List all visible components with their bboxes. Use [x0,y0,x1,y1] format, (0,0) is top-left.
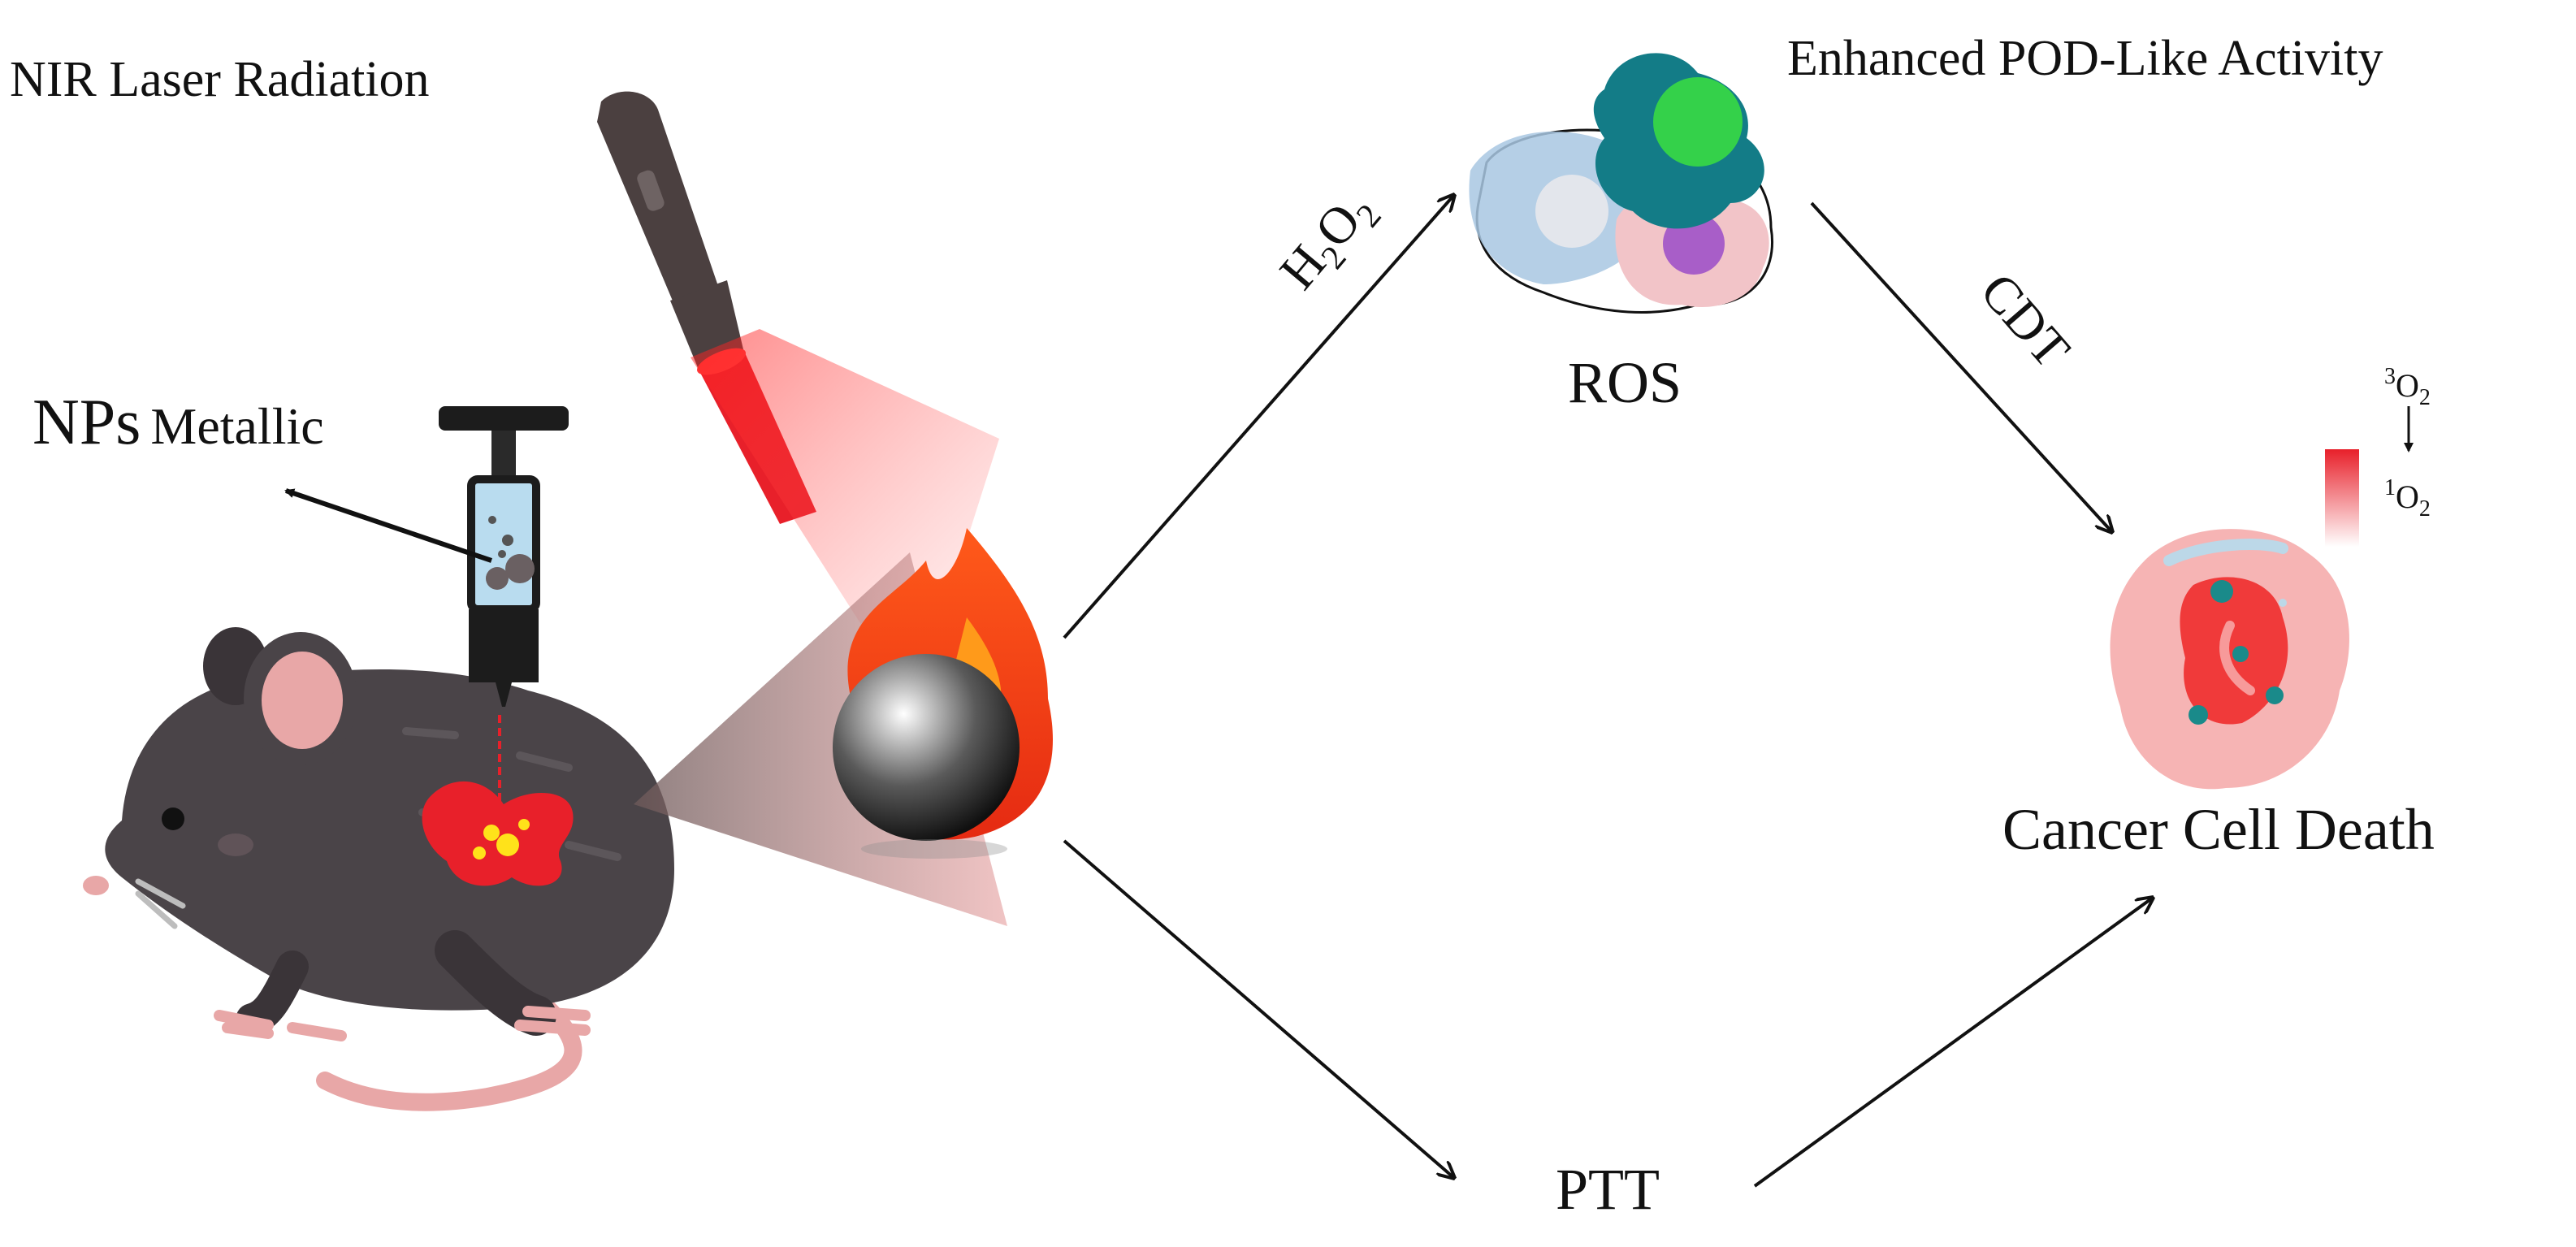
arrow-ptt-to-cell [1753,898,2153,1188]
nps-pointer-arrow [284,488,492,563]
ros-cluster-icon [1469,53,1773,314]
metal-nanoparticle-icon [833,654,1020,841]
arrow-to-ptt [1063,839,1454,1178]
nir-laser-label: NIR Laser Radiation [10,52,430,107]
red-gradient-bar [2325,449,2359,547]
ros-label: ROS [1568,350,1682,415]
singlet-oxygen-label: 1O2 [2384,475,2431,522]
syringe-icon [439,406,569,707]
ptt-label: PTT [1556,1157,1660,1222]
triplet-oxygen-label: 3O2 [2384,364,2431,410]
arrow-cdt [1810,201,2112,532]
mouse-illustration [83,627,674,1111]
cdt-label: CDT [1969,262,2081,379]
cancer-cell-icon [2110,529,2349,790]
arrow-to-ros [1063,195,1454,639]
h2o2-label: H2O2 [1268,179,1388,305]
enhanced-activity-label: Enhanced POD-Like Activity [1787,31,2383,86]
cancer-cell-death-label: Cancer Cell Death [2002,797,2435,862]
nps-metallic-label: NPs Metallic [32,387,324,458]
